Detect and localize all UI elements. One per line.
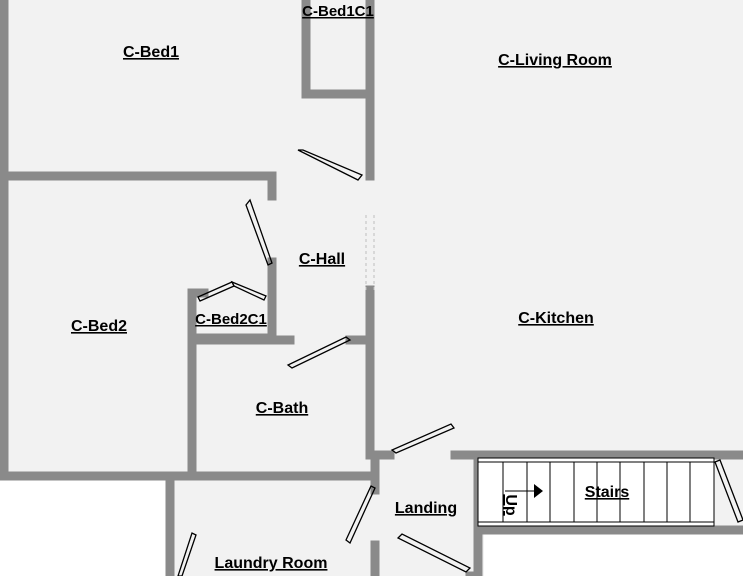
label-laundry-room: Laundry Room	[215, 555, 328, 572]
label-landing: Landing	[395, 500, 457, 517]
label-bed2-closet: C-Bed2C1	[195, 311, 267, 328]
door-laundry	[177, 532, 197, 576]
door-landing-bottom	[396, 533, 472, 573]
label-living-room: C-Living Room	[498, 52, 612, 69]
door-bed2-closet-right	[230, 280, 267, 301]
label-bed2: C-Bed2	[71, 318, 127, 335]
door-stairs-right	[714, 459, 743, 523]
label-stairs: Stairs	[585, 484, 630, 501]
outside-area	[0, 476, 168, 576]
label-bed1-closet: C-Bed1C1	[302, 3, 374, 20]
stairs	[477, 457, 715, 527]
door-bed2	[245, 198, 273, 266]
stairs-arrow-head-icon	[534, 484, 543, 498]
doors	[177, 149, 743, 576]
stairs-box	[477, 457, 715, 527]
door-landing-top	[390, 423, 456, 454]
label-bath: C-Bath	[256, 400, 308, 417]
label-bed1: C-Bed1	[123, 44, 179, 61]
label-kitchen: C-Kitchen	[518, 310, 594, 327]
label-stairs-up: Up	[502, 494, 519, 516]
door-bed1	[297, 149, 364, 181]
outside-area-right	[484, 530, 743, 576]
door-bath	[286, 336, 352, 369]
door-landing-left	[345, 485, 376, 545]
label-hall: C-Hall	[299, 251, 345, 268]
